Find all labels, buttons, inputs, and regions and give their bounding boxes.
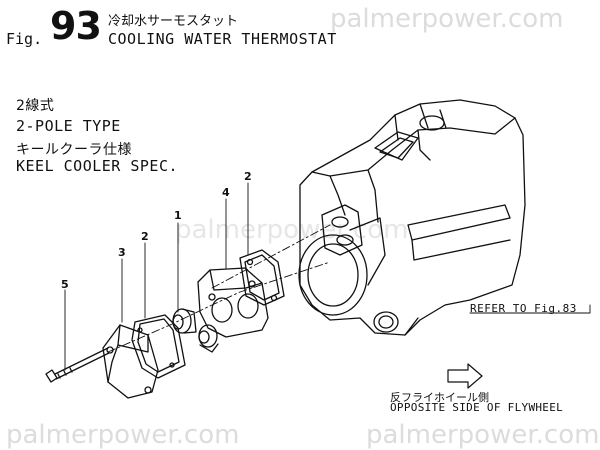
thermostat-cover	[102, 324, 159, 399]
callout-3: 3	[118, 246, 126, 259]
leader-lines	[64, 182, 591, 371]
pole-type-note-japanese: 2線式	[16, 98, 55, 114]
gasket-left	[131, 314, 186, 379]
callout-1: 1	[174, 209, 182, 222]
center-lines	[107, 224, 331, 353]
thermostat-housing	[197, 267, 269, 338]
keel-cooler-note-japanese: キールクーラ仕様	[16, 142, 132, 158]
opposite-side-label-japanese: 反フライホイール側	[390, 391, 489, 404]
callout-2-left: 2	[141, 230, 149, 243]
refer-to-figure-label: REFER TO Fig.83	[470, 302, 577, 315]
gasket-right	[239, 249, 285, 306]
figure-title-japanese: 冷却水サーモスタット	[108, 14, 239, 29]
watermark-top: palmerpower.com	[330, 4, 564, 34]
pole-type-note: 2-POLE TYPE	[16, 117, 121, 135]
keel-cooler-note: KEEL COOLER SPEC.	[16, 157, 179, 175]
figure-title: COOLING WATER THERMOSTAT	[108, 30, 337, 48]
watermark-bottom-right: palmerpower.com	[366, 420, 600, 450]
housing-gasket	[321, 204, 363, 256]
figure-prefix: Fig.	[6, 30, 43, 48]
watermark-bottom-left: palmerpower.com	[6, 420, 240, 450]
thermo-switch	[198, 324, 219, 353]
watermark-middle: palmerpower.com	[175, 215, 409, 245]
callout-5: 5	[61, 278, 69, 291]
thermostat	[172, 308, 197, 334]
figure-number: 93	[50, 4, 102, 48]
bolt	[45, 347, 110, 383]
opposite-side-label: OPPOSITE SIDE OF FLYWHEEL	[390, 401, 564, 414]
pump-housing-body	[298, 99, 526, 336]
callout-2-right: 2	[244, 170, 252, 183]
callout-4: 4	[222, 186, 230, 199]
direction-arrow-icon	[447, 363, 483, 389]
